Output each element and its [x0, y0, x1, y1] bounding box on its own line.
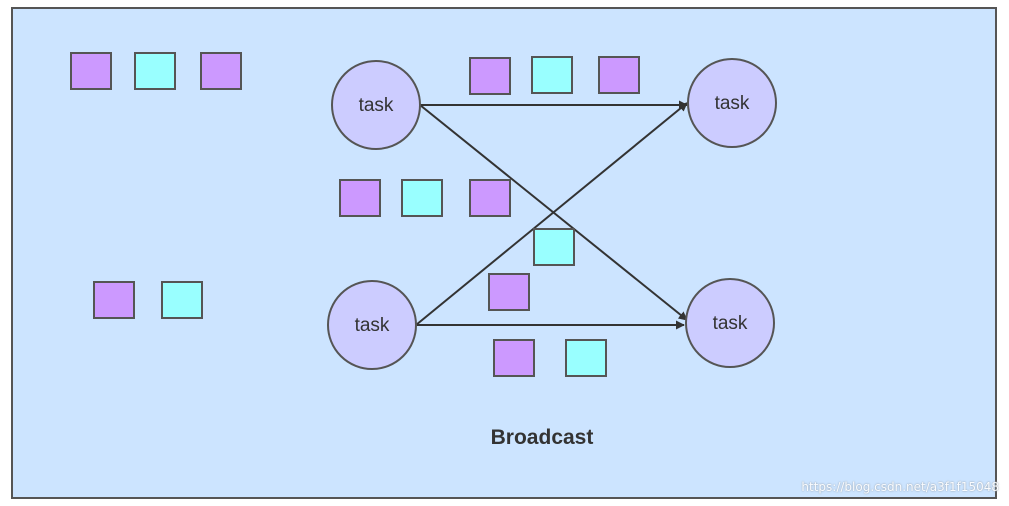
block-cyan — [161, 281, 203, 319]
task-nodes — [327, 58, 777, 370]
arrow-bottom-left-to-top-right — [415, 102, 688, 326]
watermark-text: https://blog.csdn.net/a3f1f15048 — [801, 480, 999, 494]
arrows — [415, 100, 688, 330]
task-node-source-top — [331, 60, 421, 150]
block-purple — [493, 339, 535, 377]
block-purple — [469, 179, 511, 217]
diagram-title: Broadcast — [491, 426, 594, 449]
block-purple — [70, 52, 112, 90]
block-purple — [488, 273, 530, 311]
block-purple — [469, 57, 511, 95]
task-label: task — [713, 313, 748, 334]
task-label: task — [355, 315, 390, 336]
block-cyan — [565, 339, 607, 377]
block-cyan — [533, 228, 575, 266]
block-cyan — [531, 56, 573, 94]
block-purple — [200, 52, 242, 90]
data-blocks — [70, 52, 640, 377]
block-cyan — [401, 179, 443, 217]
task-node-source-bottom — [327, 280, 417, 370]
block-purple — [339, 179, 381, 217]
block-purple — [93, 281, 135, 319]
task-node-target-top — [687, 58, 777, 148]
block-purple — [598, 56, 640, 94]
task-label: task — [359, 95, 394, 116]
block-cyan — [134, 52, 176, 90]
task-label: task — [715, 93, 750, 114]
task-node-target-bottom — [685, 278, 775, 368]
